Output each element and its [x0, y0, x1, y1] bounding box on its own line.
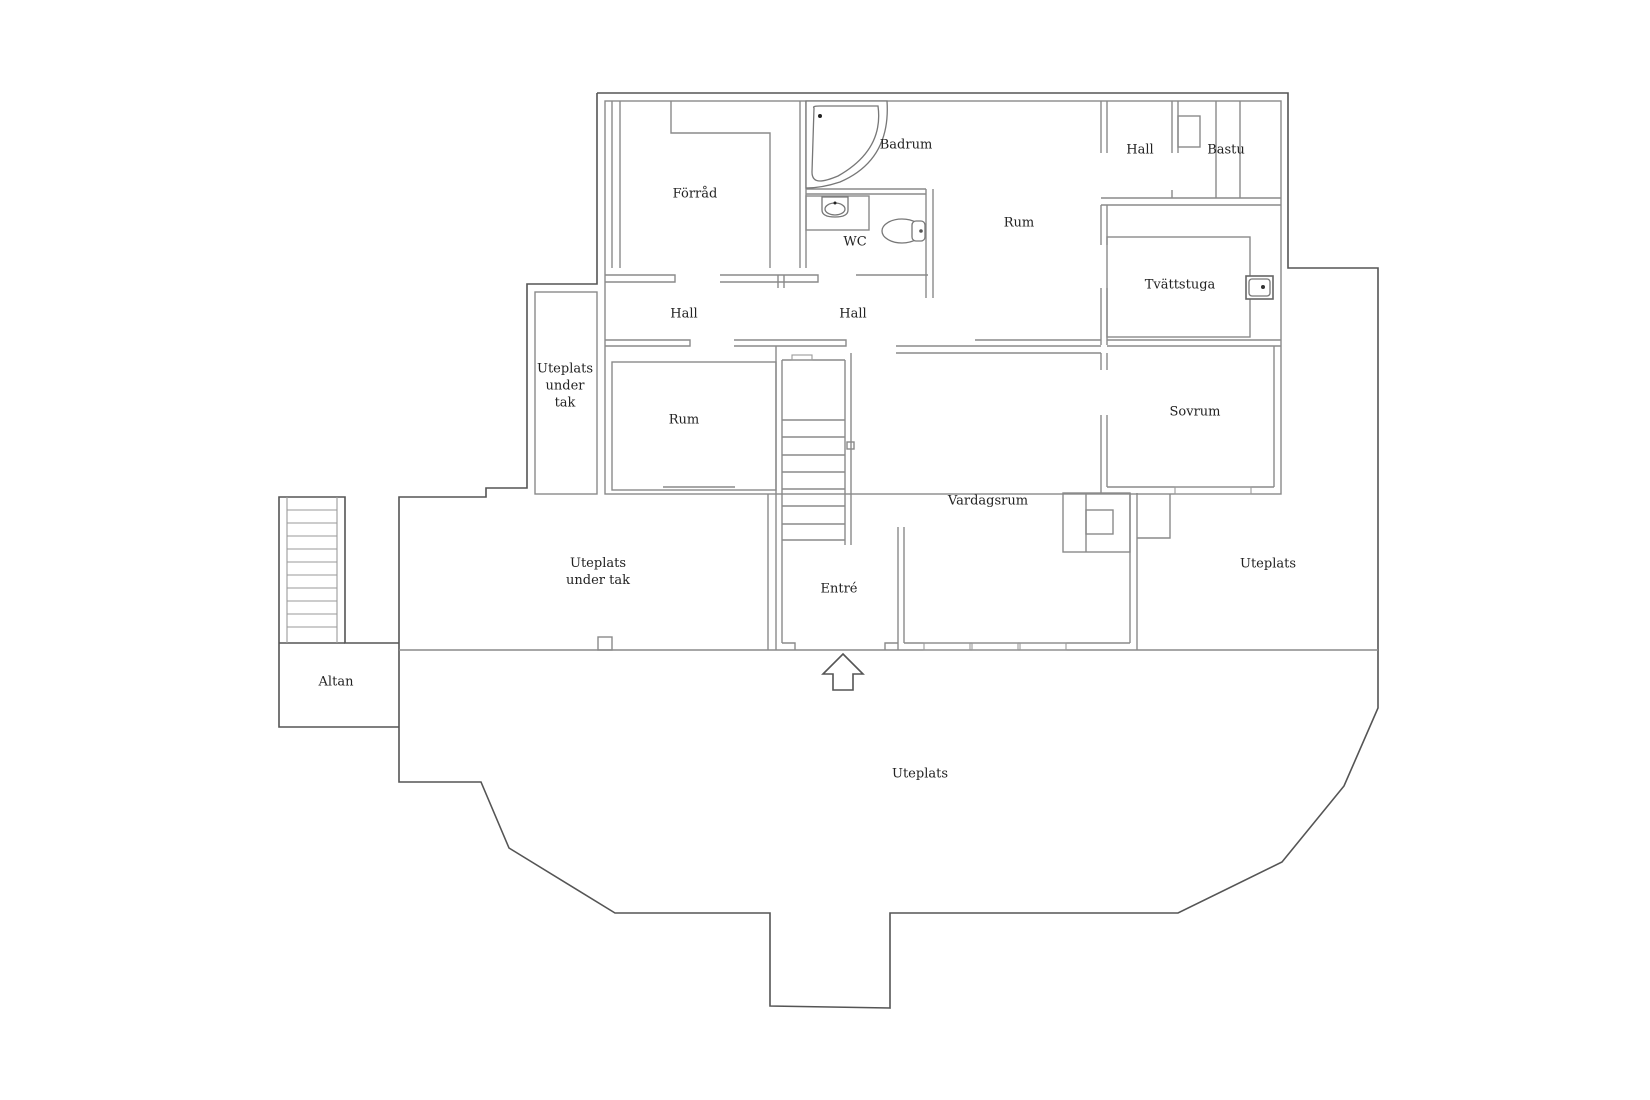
- room-label-uteplats-under-tak-narrow: Uteplats under tak: [537, 361, 593, 412]
- room-label-hall-top-right: Hall: [1126, 142, 1154, 158]
- room-label-sovrum: Sovrum: [1169, 404, 1221, 420]
- room-label-vardagsrum: Vardagsrum: [947, 493, 1029, 509]
- room-label-rum-top: Rum: [1003, 215, 1035, 231]
- room-label-bastu: Bastu: [1207, 142, 1245, 158]
- room-label-uteplats-under-tak-wide: Uteplats under tak: [566, 555, 630, 589]
- house-outline: [278, 92, 1379, 1009]
- interior-walls: [534, 100, 1282, 651]
- room-label-badrum: Badrum: [879, 137, 933, 153]
- room-label-forrad: Förråd: [672, 186, 718, 202]
- entrance-arrow-icon: [821, 652, 865, 691]
- room-label-rum-left: Rum: [668, 412, 700, 428]
- room-label-uteplats-right: Uteplats: [1240, 556, 1296, 572]
- utility-sink-icon: [1245, 275, 1274, 300]
- room-label-hall-left: Hall: [670, 306, 698, 322]
- room-label-altan: Altan: [318, 674, 354, 690]
- label-line: Uteplats: [570, 556, 626, 571]
- room-label-entre: Entré: [820, 581, 858, 597]
- staircase-icon: [286, 497, 338, 643]
- label-line: Uteplats: [537, 361, 593, 377]
- room-label-tvattstuga: Tvättstuga: [1144, 277, 1216, 293]
- fireplace-icon: [1062, 492, 1131, 553]
- room-label-hall-center: Hall: [839, 306, 867, 322]
- toilet-icon: [881, 218, 926, 244]
- washbasin-icon: [821, 196, 849, 218]
- room-label-uteplats-bottom: Uteplats: [892, 766, 948, 782]
- label-line: under tak: [566, 573, 630, 588]
- label-line: tak: [554, 395, 576, 411]
- room-label-wc: WC: [843, 234, 867, 250]
- label-line: under: [545, 378, 585, 394]
- corner-bathtub-icon: [805, 100, 888, 189]
